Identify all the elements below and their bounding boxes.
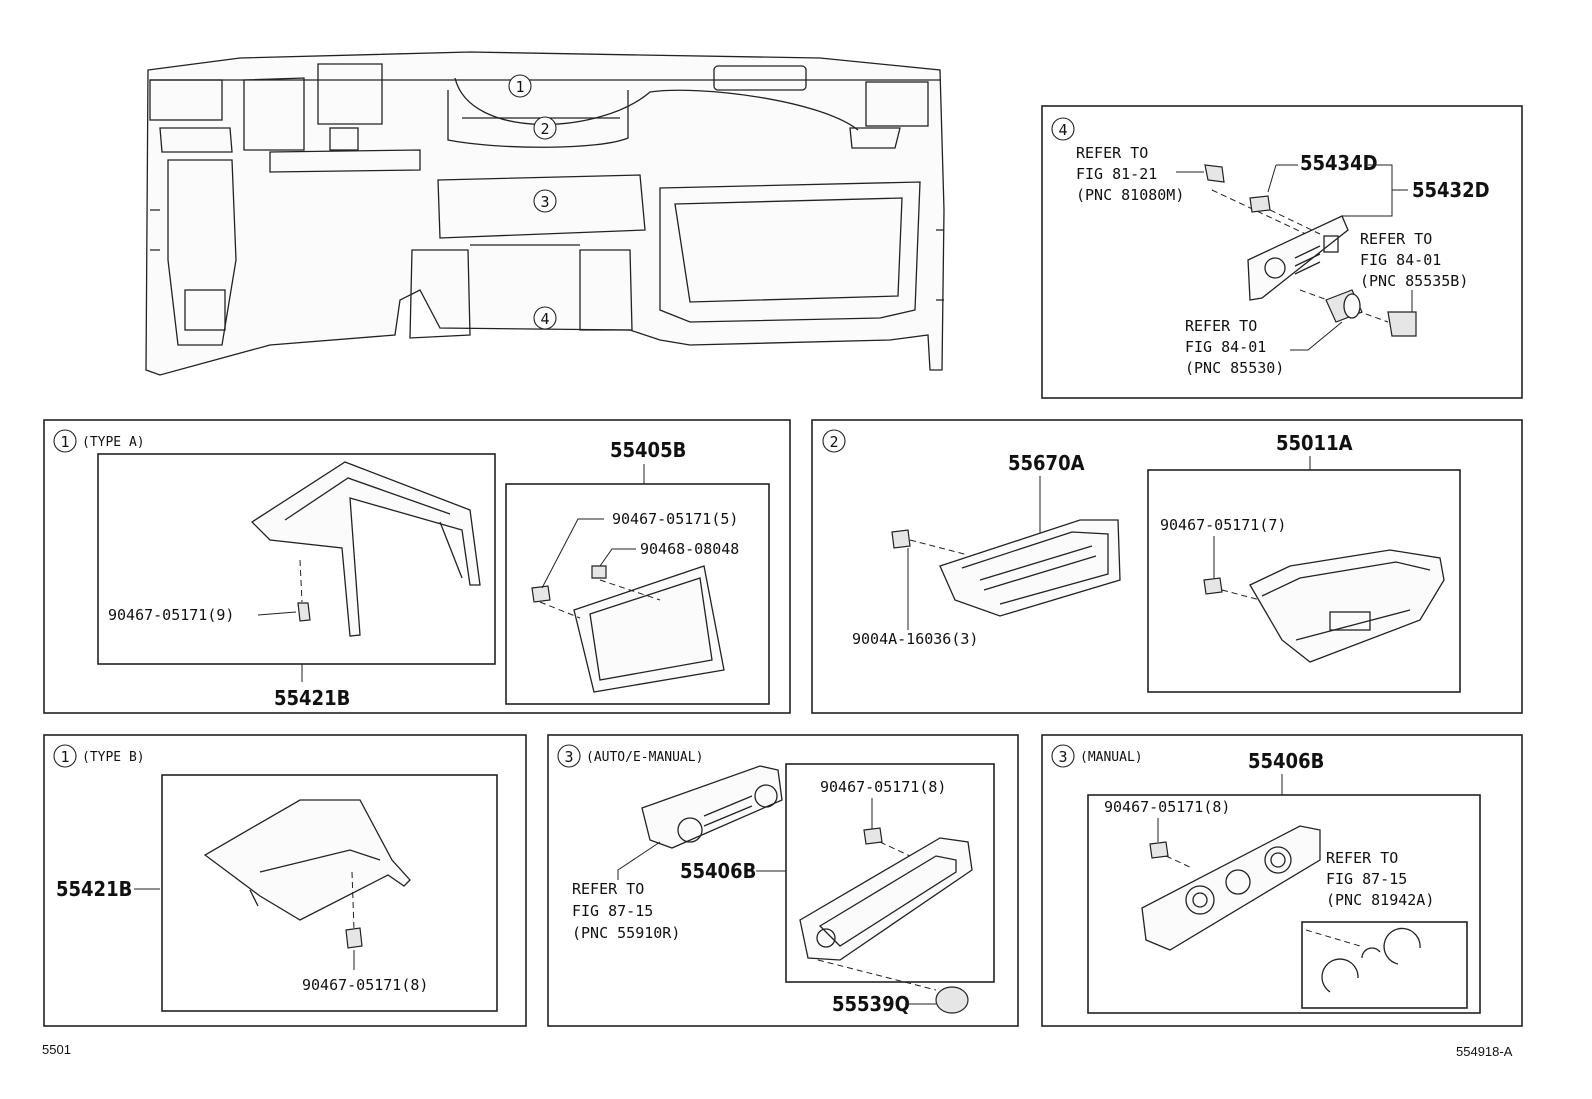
callout-3-overview xyxy=(533,189,557,213)
footer-right-code: 554918-A xyxy=(1456,1044,1513,1059)
ref-label-85530-line2: FIG 84-01 xyxy=(1185,338,1266,356)
callout-number: 2 xyxy=(829,433,838,451)
clip-90467-05171-9: 90467-05171(9) xyxy=(108,606,234,624)
panel-1-type-a: 1 (TYPE A) 90467-05171(9) 55421B 55405B … xyxy=(43,419,791,714)
ref-label-81942a-line3: (PNC 81942A) xyxy=(1326,891,1434,909)
callout-number: 3 xyxy=(540,193,549,211)
clip-90467-05171-8-manual: 90467-05171(8) xyxy=(1104,798,1230,816)
part-55406b-auto: 55406B xyxy=(680,859,756,883)
ref-label-81080m-line1: REFER TO xyxy=(1076,144,1148,162)
part-55011a: 55011A xyxy=(1276,431,1353,455)
ref-label-85530-line1: REFER TO xyxy=(1185,317,1257,335)
part-55406b-manual: 55406B xyxy=(1248,749,1324,773)
callout-1-overview xyxy=(508,74,532,98)
type-auto-label: (AUTO/E-MANUAL) xyxy=(586,750,703,765)
clip-90467-05171-7: 90467-05171(7) xyxy=(1160,516,1286,534)
dashboard-overview: 1 2 3 4 xyxy=(145,51,945,376)
callout-number: 1 xyxy=(60,433,69,451)
part-55539q: 55539Q xyxy=(832,992,910,1016)
callout-number: 4 xyxy=(1058,121,1067,139)
panel-2: 2 55670A 9004A-16036(3) 55011A 90467-051… xyxy=(811,419,1523,714)
callout-number: 1 xyxy=(515,78,524,96)
screw-9004a-16036-3: 9004A-16036(3) xyxy=(852,630,978,648)
type-a-label: (TYPE A) xyxy=(82,435,145,450)
panel-3-manual: 3 (MANUAL) 55406B 90467-05171(8) REFER T… xyxy=(1041,734,1523,1027)
ref-label-81080m-line2: FIG 81-21 xyxy=(1076,165,1157,183)
callout-2-overview xyxy=(533,116,557,140)
part-55434d: 55434D xyxy=(1300,151,1378,175)
callout-4-overview xyxy=(533,306,557,330)
panel-3-auto: 3 (AUTO/E-MANUAL) REFER TO FIG 87-15 (PN… xyxy=(547,734,1019,1027)
callout-number: 1 xyxy=(60,748,69,766)
ref-label-55910r-line1: REFER TO xyxy=(572,880,644,898)
type-b-label: (TYPE B) xyxy=(82,750,145,765)
footer-left-code: 5501 xyxy=(42,1042,71,1057)
ref-label-81942a-line2: FIG 87-15 xyxy=(1326,870,1407,888)
clip-90468-08048: 90468-08048 xyxy=(640,540,739,558)
knob-55539q xyxy=(935,986,969,1014)
clip-90467-05171-8-auto: 90467-05171(8) xyxy=(820,778,946,796)
ref-label-55910r-line3: (PNC 55910R) xyxy=(572,924,680,942)
callout-number: 3 xyxy=(564,748,573,766)
ref-label-85535b-line2: FIG 84-01 xyxy=(1360,251,1441,269)
ref-label-81080m-line3: (PNC 81080M) xyxy=(1076,186,1184,204)
part-55421b-type-b: 55421B xyxy=(56,877,132,901)
callout-number: 2 xyxy=(540,120,549,138)
callout-number: 3 xyxy=(1058,748,1067,766)
ref-label-81942a-line1: REFER TO xyxy=(1326,849,1398,867)
part-55670a: 55670A xyxy=(1008,451,1085,475)
clip-90467-05171-5: 90467-05171(5) xyxy=(612,510,738,528)
panel-1-type-b: 1 (TYPE B) 55421B 90467-05171(8) xyxy=(43,734,527,1027)
ref-label-85535b-line3: (PNC 85535B) xyxy=(1360,272,1468,290)
ref-label-55910r-line2: FIG 87-15 xyxy=(572,902,653,920)
ref-label-85535b-line1: REFER TO xyxy=(1360,230,1432,248)
part-55432d: 55432D xyxy=(1412,178,1490,202)
clip-90467-05171-8-type-b: 90467-05171(8) xyxy=(302,976,428,994)
panel-4: 4 REFER TO FIG 81-21 (PNC 81080M) 55434D… xyxy=(1041,105,1523,399)
ref-label-85530-line3: (PNC 85530) xyxy=(1185,359,1284,377)
callout-number: 4 xyxy=(540,310,549,328)
part-55421b-type-a: 55421B xyxy=(274,686,350,710)
part-55405b: 55405B xyxy=(610,438,686,462)
type-manual-label: (MANUAL) xyxy=(1080,750,1143,765)
